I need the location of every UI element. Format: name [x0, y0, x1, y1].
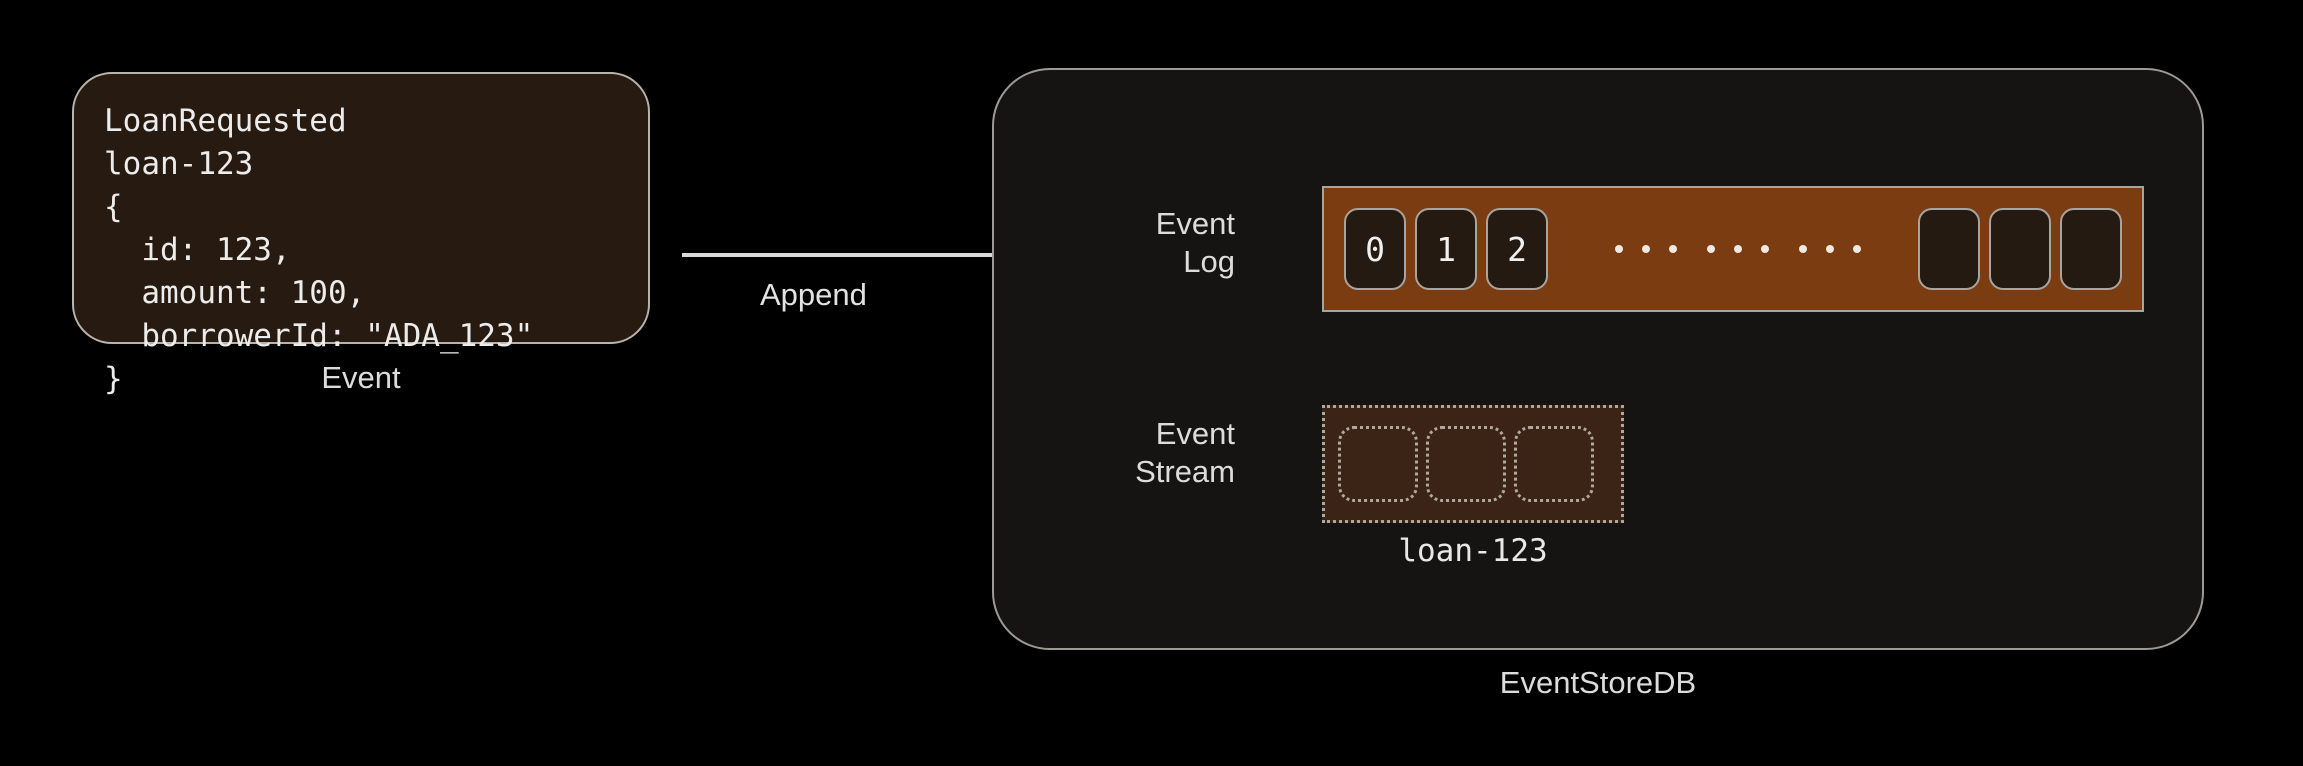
event-card-caption: Event [321, 360, 401, 395]
ellipsis-dot [1798, 245, 1807, 253]
ellipsis-dot [1760, 245, 1769, 253]
event-card: LoanRequested loan-123 { id: 123, amount… [72, 72, 650, 397]
ellipsis-dot [1668, 245, 1677, 253]
event-stream-label: Event Stream [1135, 416, 1235, 489]
event-payload-code: LoanRequested loan-123 { id: 123, amount… [104, 103, 534, 397]
event-log-empty-cell [1989, 208, 2051, 290]
event-stream-cell [1338, 426, 1418, 502]
event-log-empty-cell [1918, 208, 1980, 290]
ellipsis-group [1614, 245, 1677, 253]
eventstoredb-container [992, 68, 2204, 650]
ellipsis-group [1706, 245, 1769, 253]
ellipsis-dot [1733, 245, 1742, 253]
ellipsis-dot [1614, 245, 1623, 253]
event-log-cell: 2 [1486, 208, 1548, 290]
ellipsis-dot [1825, 245, 1834, 253]
event-log-cell: 1 [1415, 208, 1477, 290]
event-stream-box [1322, 405, 1624, 523]
event-stream-name: loan-123 [1398, 533, 1548, 569]
ellipsis-dot [1852, 245, 1861, 253]
event-log-ellipsis [1557, 188, 1918, 310]
append-label: Append [760, 277, 867, 312]
event-log-cell: 0 [1344, 208, 1406, 290]
eventstoredb-caption: EventStoreDB [1499, 665, 1697, 700]
event-log-empty-cell [2060, 208, 2122, 290]
ellipsis-dot [1706, 245, 1715, 253]
event-log-empty-cells [1918, 208, 2122, 290]
event-stream-cell [1514, 426, 1594, 502]
event-log-label: Event Log [1155, 206, 1235, 279]
event-log-bar: 0 1 2 [1322, 186, 2144, 312]
ellipsis-dot [1641, 245, 1650, 253]
ellipsis-group [1798, 245, 1861, 253]
event-stream-cell [1426, 426, 1506, 502]
